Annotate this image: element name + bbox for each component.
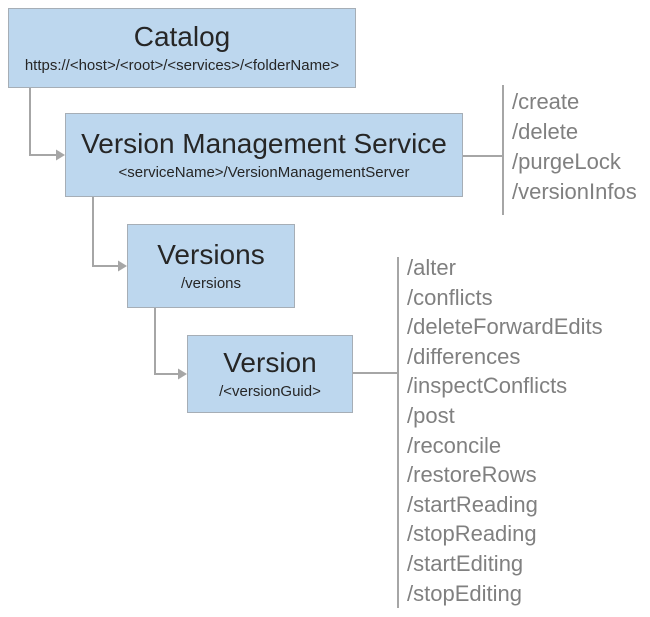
catalog-url-pattern: https://<host>/<root>/<services>/<folder…	[24, 56, 340, 74]
arrowhead-versions-to-version	[178, 368, 187, 380]
operation-endpoint: /inspectConflicts	[407, 373, 568, 399]
version-title: Version	[223, 347, 317, 379]
operation-endpoint: /delete	[512, 119, 579, 144]
operation-endpoint: /versionInfos	[512, 179, 637, 204]
arrowhead-catalog-to-service	[56, 149, 65, 161]
operation-endpoint: /create	[512, 89, 580, 114]
version-management-service-url-pattern: <serviceName>/VersionManagementServer	[118, 163, 410, 181]
operation-endpoint: /alter	[407, 255, 456, 280]
versions-title: Versions	[157, 239, 265, 271]
versions-url-pattern: /versions	[180, 274, 242, 292]
version-management-service-node: Version Management Service <serviceName>…	[65, 113, 463, 197]
operation-endpoint: /purgeLock	[512, 149, 621, 174]
operation-endpoint: /post	[407, 402, 455, 428]
catalog-title: Catalog	[133, 21, 231, 53]
arrow-service-to-versions	[92, 197, 120, 267]
operation-endpoint: /restoreRows	[407, 462, 537, 488]
version-url-pattern: /<versionGuid>	[219, 382, 321, 400]
catalog-node: Catalog https://<host>/<root>/<services>…	[8, 8, 356, 88]
version-management-service-title: Version Management Service	[81, 128, 447, 160]
operation-endpoint: /stopReading	[407, 521, 537, 547]
operation-endpoint: /stopEditing	[407, 580, 522, 606]
operation-endpoint: /startReading	[407, 491, 538, 517]
operation-endpoint: /startEditing	[407, 550, 524, 576]
operation-endpoint: /conflicts	[407, 284, 493, 310]
service-operations-list: /create/delete/purgeLock/versionInfos	[512, 87, 637, 207]
arrow-catalog-to-service	[29, 88, 58, 156]
arrowhead-service-to-versions	[118, 260, 127, 272]
version-operations-list: /alter/conflicts/deleteForwardEdits/diff…	[407, 253, 603, 608]
operation-endpoint: /reconcile	[407, 432, 502, 458]
version-node: Version /<versionGuid>	[187, 335, 353, 413]
operation-endpoint: /differences	[407, 343, 521, 369]
operation-endpoint: /deleteForwardEdits	[407, 314, 603, 340]
arrow-versions-to-version	[154, 308, 180, 375]
versions-node: Versions /versions	[127, 224, 295, 308]
